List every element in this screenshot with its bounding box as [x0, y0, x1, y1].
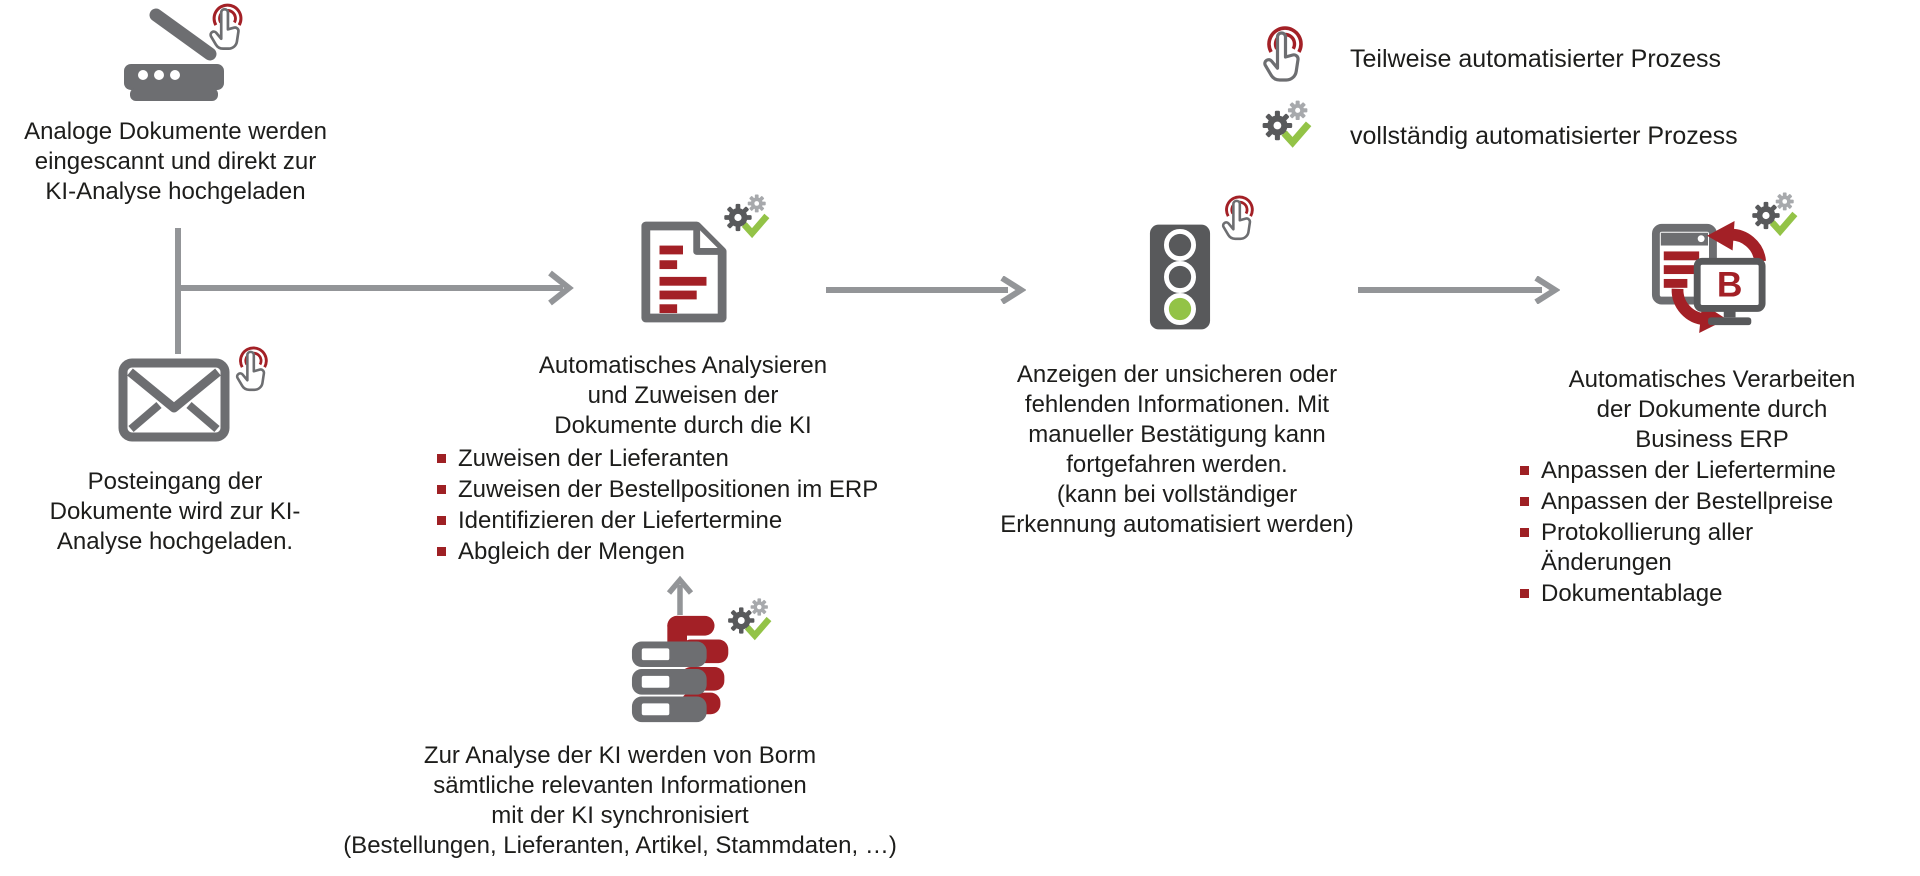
database-sync-icon — [626, 612, 748, 728]
list-item: Zuweisen der Lieferanten — [437, 444, 957, 474]
process-step-title: Automatisches Verarbeiten der Dokumente … — [1568, 366, 1856, 453]
bullet-square-icon — [1520, 589, 1529, 598]
document-icon — [638, 220, 728, 324]
arrow-sync-up — [665, 575, 695, 617]
arrow-review-to-process — [1358, 276, 1560, 304]
erp-letter: B — [1717, 265, 1743, 305]
gears-check-icon — [720, 194, 770, 241]
process-step-bullets: Anpassen der Liefertermine Anpassen der … — [1520, 456, 1880, 610]
tap-hand-icon — [203, 0, 247, 52]
sync-text: Zur Analyse der KI werden von Borm sämtl… — [343, 742, 897, 859]
connector-branch-arrow — [173, 226, 579, 358]
gears-check-icon — [1748, 192, 1798, 239]
gears-check-icon — [724, 598, 772, 643]
bullet-square-icon — [437, 516, 446, 525]
traffic-light-icon — [1148, 222, 1212, 332]
mail-input-text: Posteingang der Dokumente wird zur KI- A… — [49, 468, 301, 555]
list-item: Anpassen der Liefertermine — [1520, 456, 1880, 486]
bullet-square-icon — [1520, 497, 1529, 506]
analyze-step-title: Automatisches Analysieren und Zuweisen d… — [538, 352, 828, 439]
list-item: Zuweisen der Bestellpositionen im ERP — [437, 475, 957, 505]
scan-input-text: Analoge Dokumente werden eingescannt und… — [24, 118, 327, 205]
tap-hand-icon — [1216, 192, 1258, 242]
tap-hand-icon — [230, 343, 272, 393]
bullet-square-icon — [1520, 466, 1529, 475]
list-item: Protokollierung aller Änderungen — [1520, 518, 1880, 578]
arrow-analyze-to-review — [826, 276, 1026, 304]
bullet-square-icon — [437, 547, 446, 556]
list-item: Identifizieren der Liefertermine — [437, 506, 957, 536]
envelope-icon — [118, 358, 230, 442]
bullet-square-icon — [437, 454, 446, 463]
legend-tap-hand-icon — [1256, 22, 1308, 84]
legend-label-partial: Teilweise automatisierter Prozess — [1350, 45, 1721, 73]
legend-label-full: vollständig automatisierter Prozess — [1350, 122, 1738, 150]
legend-gears-check-icon — [1258, 100, 1312, 151]
erp-sync-icon: B — [1650, 218, 1768, 336]
bullet-square-icon — [437, 485, 446, 494]
scanner-icon — [116, 6, 234, 106]
review-step-text: Anzeigen der unsicheren oder fehlenden I… — [1000, 361, 1354, 538]
list-item: Dokumentablage — [1520, 579, 1880, 609]
list-item: Abgleich der Mengen — [437, 537, 957, 567]
analyze-step-bullets: Zuweisen der Lieferanten Zuweisen der Be… — [437, 444, 957, 568]
bullet-square-icon — [1520, 528, 1529, 537]
list-item: Anpassen der Bestellpreise — [1520, 487, 1880, 517]
